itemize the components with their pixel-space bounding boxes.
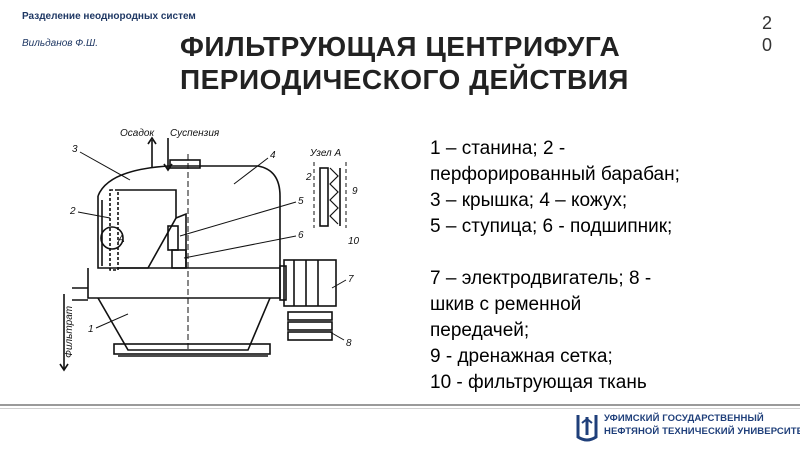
diagram-label-10: 10 [348, 236, 360, 247]
legend-spacer [430, 240, 790, 266]
diagram-label-osadok: Осадок [120, 128, 155, 139]
slide-number-digit-1: 2 [761, 13, 772, 33]
diagram-label-uzel: Узел А [309, 148, 341, 159]
course-title: Разделение неоднородных систем [22, 11, 196, 22]
legend-line: 5 – ступица; 6 - подшипник; [430, 216, 673, 237]
title-line-2: ПЕРИОДИЧЕСКОГО ДЕЙСТВИЯ [180, 64, 629, 95]
author-name: Вильданов Ф.Ш. [22, 38, 98, 49]
diagram-label-2-inset: 2 [305, 172, 312, 183]
footer-divider-thin [0, 408, 800, 409]
university-logo: УФИМСКИЙ ГОСУДАРСТВЕННЫЙ НЕФТЯНОЙ ТЕХНИЧ… [574, 410, 800, 444]
university-name-line-1: УФИМСКИЙ ГОСУДАРСТВЕННЫЙ [604, 413, 764, 424]
diagram-label-4: 4 [270, 150, 276, 161]
title-line-1: ФИЛЬТРУЮЩАЯ ЦЕНТРИФУГА [180, 31, 621, 62]
diagram-label-1: 1 [88, 324, 94, 335]
legend-line: 10 - фильтрующая ткань [430, 372, 647, 393]
legend-line: 1 – станина; 2 - [430, 138, 566, 159]
footer-divider [0, 404, 800, 406]
legend-line: перфорированный барабан; [430, 164, 680, 185]
legend-line: 7 – электродвигатель; 8 - [430, 268, 652, 289]
diagram-label-a: А [117, 234, 125, 245]
centrifuge-diagram: Осадок Суспензия Узел А А 3 2 4 5 6 7 8 … [59, 128, 360, 372]
component-legend: 1 – станина; 2 - перфорированный барабан… [430, 136, 790, 396]
slide-number-digit-2: 0 [761, 35, 772, 55]
diagram-label-5: 5 [298, 196, 304, 207]
diagram-label-filtrate: Фильтрат [64, 306, 75, 358]
diagram-label-2: 2 [69, 206, 76, 217]
diagram-label-7: 7 [348, 274, 354, 285]
legend-line: передачей; [430, 320, 530, 341]
diagram-label-3: 3 [72, 144, 78, 155]
diagram-label-8: 8 [346, 338, 352, 349]
diagram-label-9: 9 [352, 186, 358, 197]
legend-line: 3 – крышка; 4 – кожух; [430, 190, 628, 211]
diagram-label-suspension: Суспензия [170, 128, 220, 139]
legend-line: 9 - дренажная сетка; [430, 346, 613, 367]
slide-number: 2 0 [760, 12, 774, 56]
university-emblem-icon [576, 415, 598, 442]
diagram-label-6: 6 [298, 230, 304, 241]
legend-line: шкив с ременной [430, 294, 582, 315]
university-name-line-2: НЕФТЯНОЙ ТЕХНИЧЕСКИЙ УНИВЕРСИТЕТ [604, 426, 800, 437]
slide-title: ФИЛЬТРУЮЩАЯ ЦЕНТРИФУГА ПЕРИОДИЧЕСКОГО ДЕ… [180, 30, 740, 96]
